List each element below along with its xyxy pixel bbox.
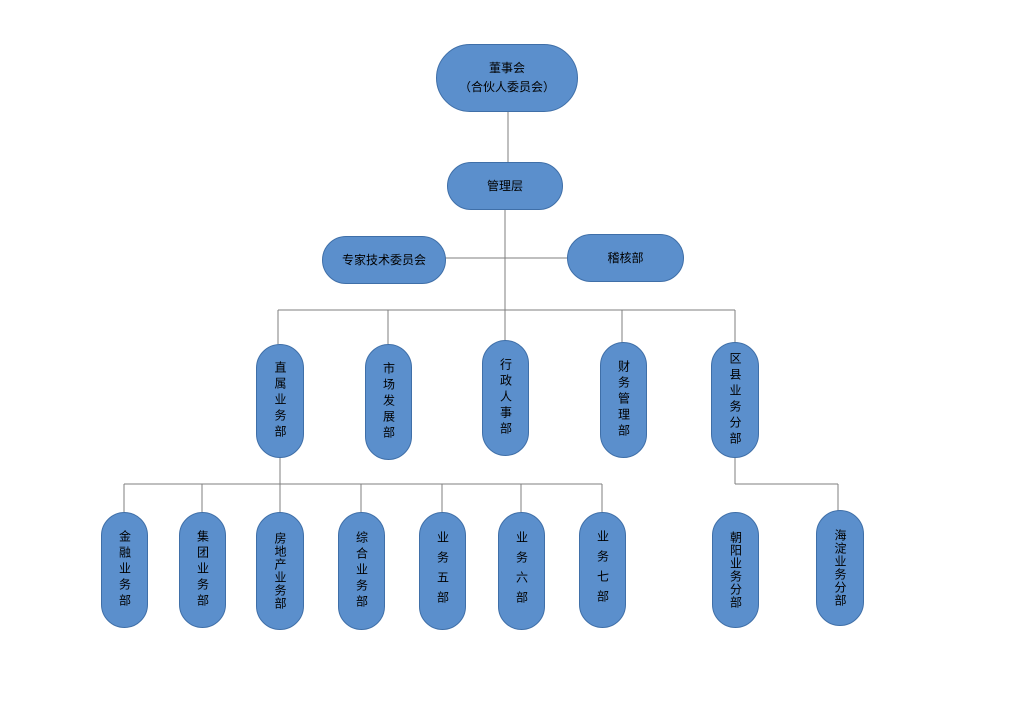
- node-finance-biz: 金融业务部: [101, 512, 148, 628]
- node-biz6-label: 业务六部: [514, 531, 529, 611]
- node-haidian: 海淀业务分部: [816, 510, 864, 626]
- node-biz6: 业务六部: [498, 512, 545, 630]
- node-group-biz-label: 集团业务部: [195, 530, 210, 610]
- node-haidian-label: 海淀业务分部: [833, 529, 847, 607]
- node-finance-dept: 财务管理部: [600, 342, 647, 458]
- node-chaoyang: 朝阳业务分部: [712, 512, 759, 628]
- node-real-estate-biz-label: 房地产业务部: [273, 532, 287, 610]
- node-admin-hr-dept-label: 行政人事部: [498, 358, 513, 438]
- node-expert-committee: 专家技术委员会: [322, 236, 446, 284]
- node-finance-biz-label: 金融业务部: [117, 530, 132, 610]
- node-audit-label: 稽核部: [607, 250, 644, 265]
- node-group-biz: 集团业务部: [179, 512, 226, 628]
- node-board-title: 董事会: [488, 61, 525, 75]
- node-board-subtitle: （合伙人委员会）: [458, 80, 555, 94]
- node-management-label: 管理层: [486, 178, 523, 193]
- node-direct-dept: 直属业务部: [256, 344, 304, 458]
- node-finance-dept-label: 财务管理部: [616, 360, 631, 440]
- node-market-dept: 市场发展部: [365, 344, 412, 460]
- node-biz7: 业务七部: [579, 512, 626, 628]
- node-admin-hr-dept: 行政人事部: [482, 340, 529, 456]
- node-district-dept: 区县业务分部: [711, 342, 759, 458]
- node-management: 管理层: [447, 162, 563, 210]
- node-general-biz: 综合业务部: [338, 512, 385, 630]
- node-district-dept-label: 区县业务分部: [728, 352, 742, 448]
- node-market-dept-label: 市场发展部: [381, 362, 396, 442]
- node-direct-dept-label: 直属业务部: [273, 361, 287, 441]
- node-audit: 稽核部: [567, 234, 684, 282]
- node-general-biz-label: 综合业务部: [354, 531, 369, 611]
- node-chaoyang-label: 朝阳业务分部: [728, 531, 743, 609]
- node-expert-committee-label: 专家技术委员会: [341, 252, 426, 267]
- node-biz5: 业务五部: [419, 512, 466, 630]
- node-biz5-label: 业务五部: [435, 531, 450, 611]
- node-board: 董事会 （合伙人委员会）: [436, 44, 578, 112]
- node-real-estate-biz: 房地产业务部: [256, 512, 304, 630]
- node-biz7-label: 业务七部: [595, 530, 610, 610]
